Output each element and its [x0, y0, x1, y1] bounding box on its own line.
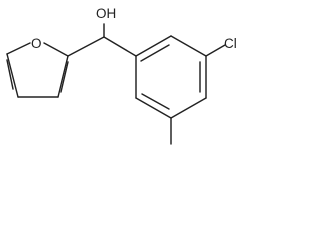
benzene-bond-4 [170, 97, 207, 119]
bond-c-aryl [103, 36, 137, 57]
chlorine-label: Cl [224, 36, 237, 51]
furan-bond-c5-o [6, 42, 31, 55]
furan-bond-c2-c3 [57, 55, 69, 98]
structure-canvas: OH O Cl [0, 0, 252, 172]
bond-c-furan [67, 36, 105, 57]
hydroxyl-label: OH [96, 6, 116, 21]
furan-oxygen-label: O [31, 36, 42, 51]
background [0, 0, 252, 172]
benzene-double-1 [140, 44, 170, 62]
molecule-diagram: OH O Cl [0, 0, 252, 172]
benzene-bond-5 [135, 97, 172, 119]
benzene-bond-2 [170, 35, 207, 57]
furan-bond-c4-c5 [6, 53, 19, 98]
benzene-double-3 [141, 93, 170, 110]
furan-double-inner-2 [6, 59, 14, 90]
furan-double-inner [60, 61, 69, 93]
furan-bond-o-c2 [43, 42, 69, 57]
bond-aryl-cl [205, 44, 226, 57]
benzene-bond-1 [135, 35, 172, 57]
